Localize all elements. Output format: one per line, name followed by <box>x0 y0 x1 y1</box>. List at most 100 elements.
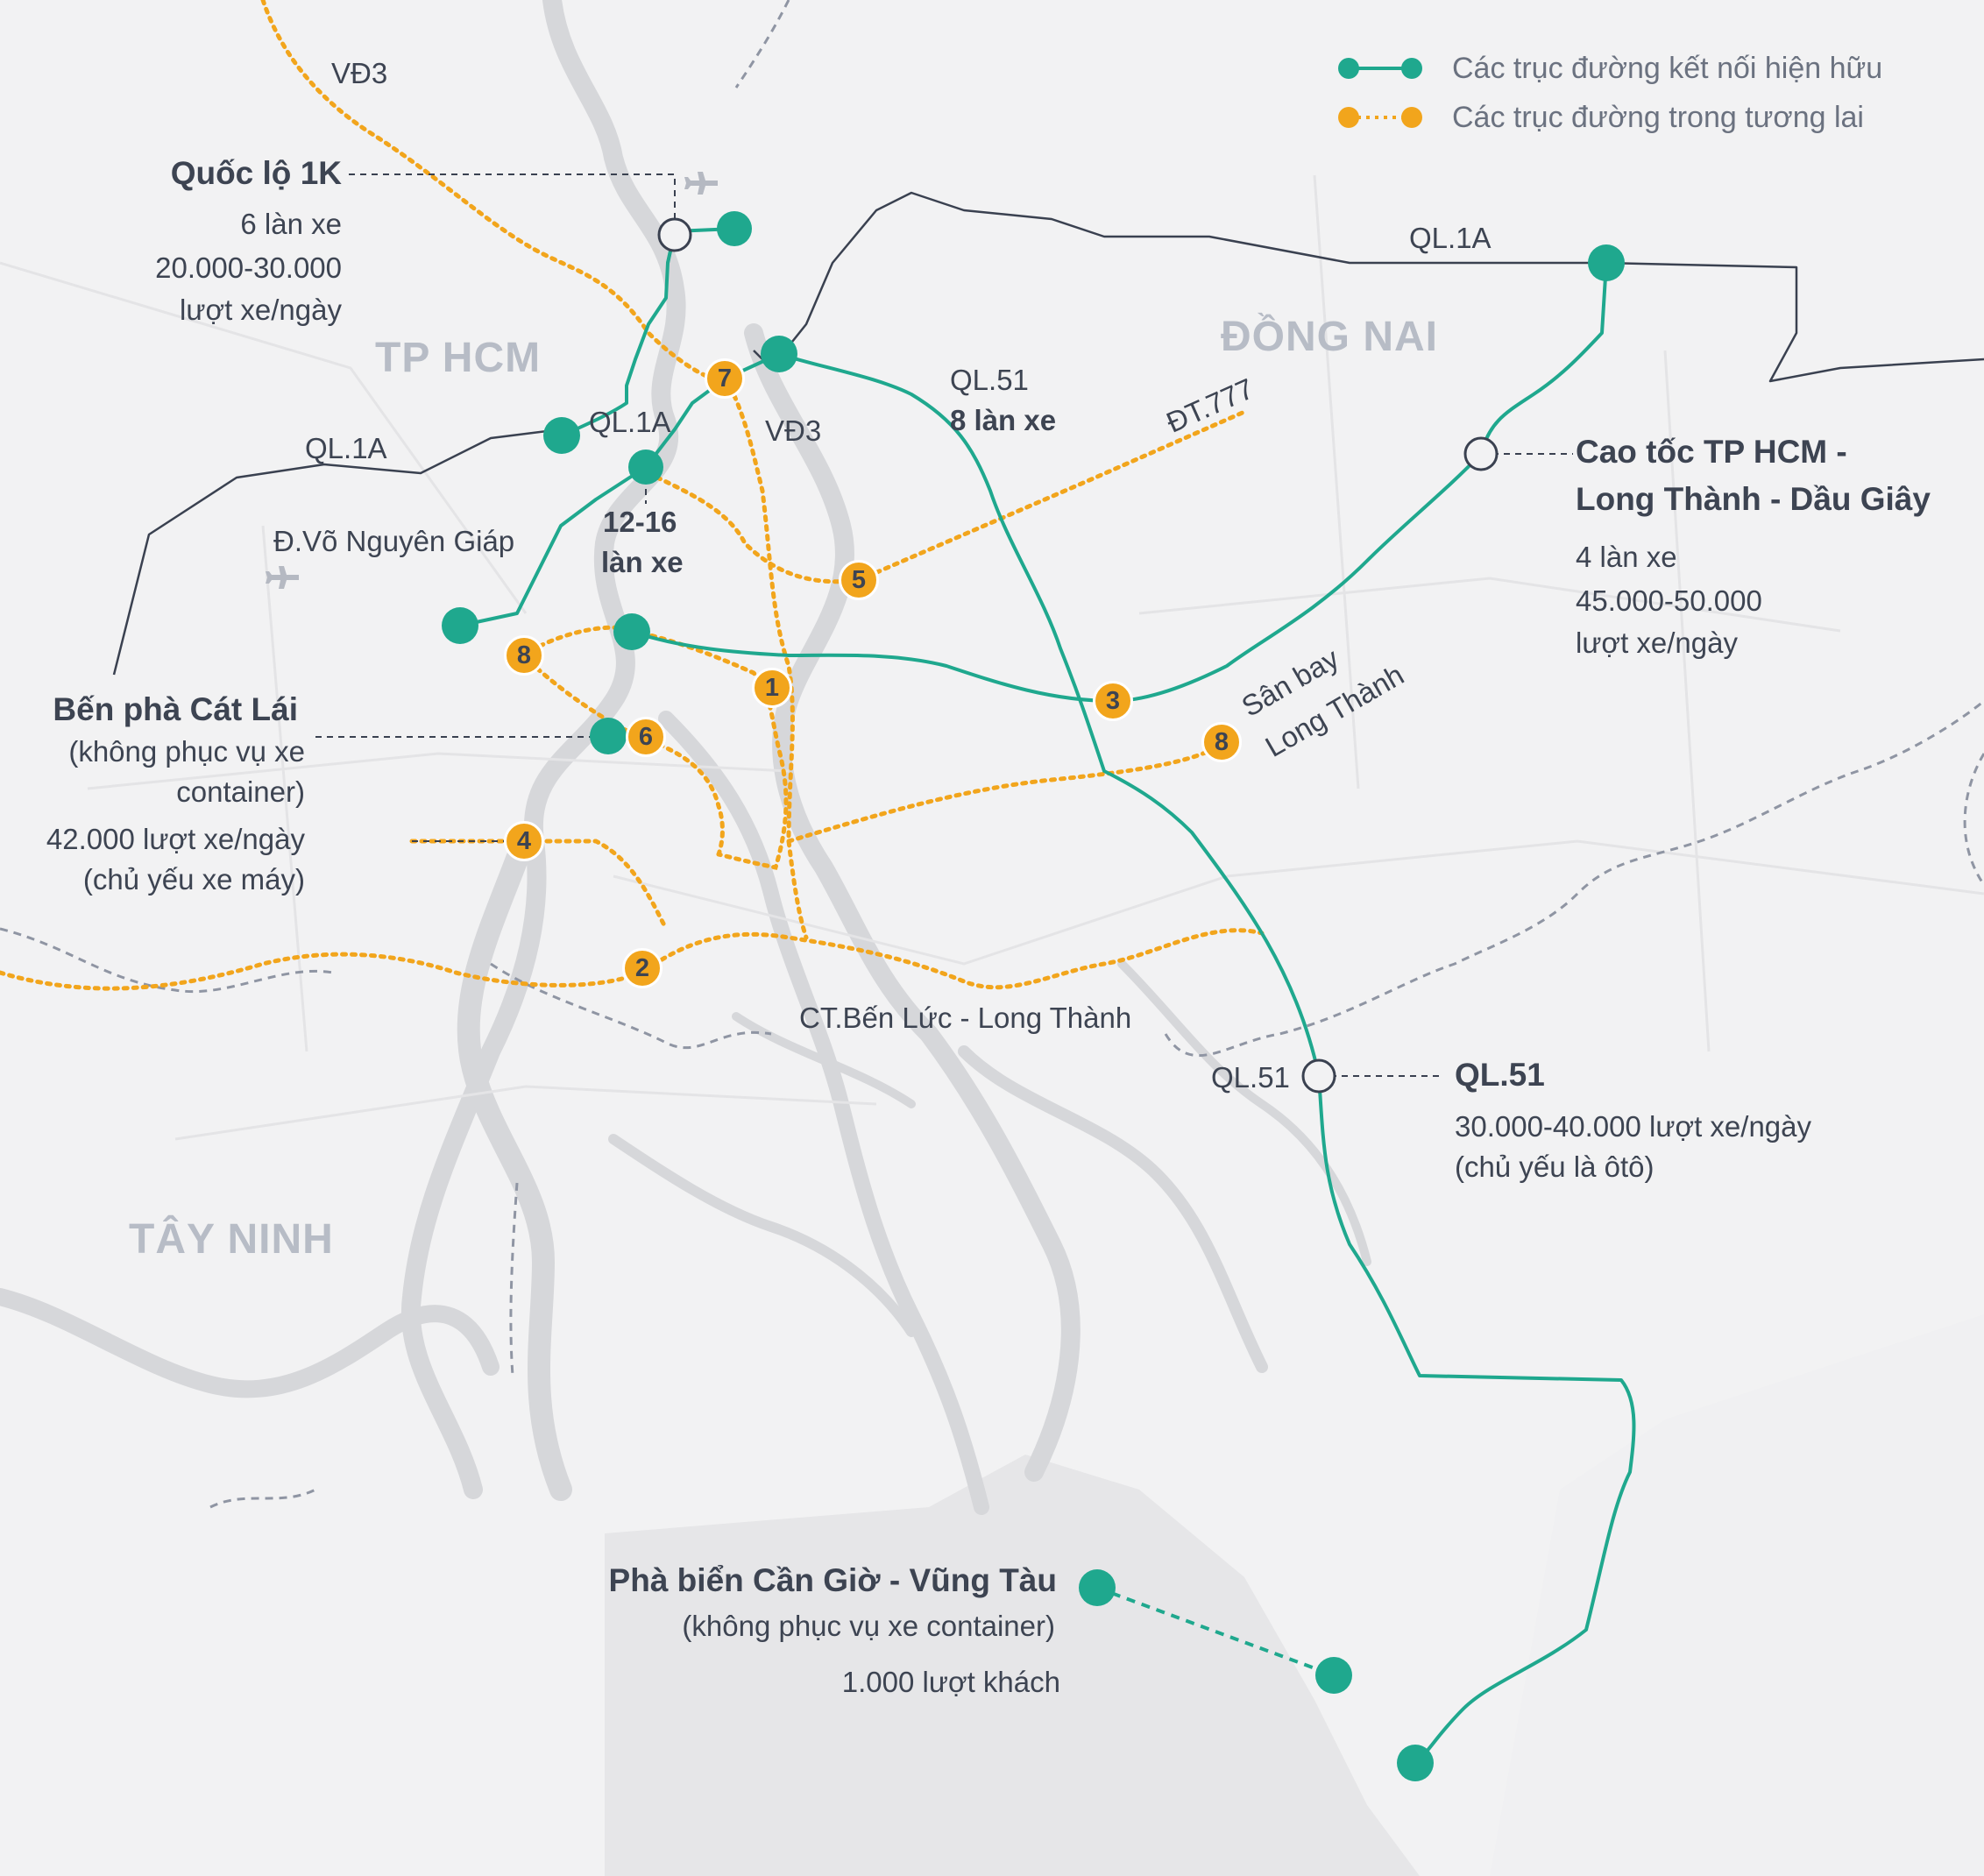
leader-ql1k <box>349 173 676 231</box>
river-branch-4 <box>1117 959 1371 1266</box>
legend: Các trục đường kết nối hiện hữu Các trục… <box>1336 44 1882 142</box>
legend-future-swatch <box>1338 107 1422 128</box>
hollow-nodes <box>657 217 1499 1094</box>
marker-2[interactable]: 2 <box>622 948 663 988</box>
sea-area-right <box>1490 1314 1984 1876</box>
callout-ql51-line2: (chủ yếu là ôtô) <box>1455 1150 1655 1183</box>
cao-toc <box>1111 261 1608 703</box>
callout-ql51-line1: 30.000-40.000 lượt xe/ngày <box>1455 1110 1812 1143</box>
green-nodes <box>442 211 1625 1781</box>
link-6-loop <box>521 653 725 857</box>
ql1k <box>560 227 736 437</box>
callout-cao-toc-title1: Cao tốc TP HCM - <box>1576 434 1847 470</box>
node-ql1k-hollow <box>657 217 692 252</box>
dt777 <box>856 409 1247 583</box>
soairap-river <box>457 847 572 1501</box>
callout-ql1k-line1: 6 làn xe <box>240 208 342 240</box>
node-vng-east <box>613 613 650 650</box>
airport-icon-north <box>684 172 718 195</box>
legend-existing: Các trục đường kết nối hiện hữu <box>1336 44 1882 93</box>
ql51-north <box>777 352 1321 1078</box>
saigon-river <box>400 0 686 1499</box>
longtau-river <box>658 711 989 1515</box>
marker-4[interactable]: 4 <box>504 821 544 861</box>
road-label-ben-luc: CT.Bến Lức - Long Thành <box>799 1002 1132 1034</box>
road-label-vd3-top: VĐ3 <box>331 57 388 89</box>
callout-can-gio-title: Phà biển Cần Giờ - Vũng Tàu <box>608 1562 1057 1598</box>
node-cao-toc-hollow <box>1463 436 1499 471</box>
callout-can-gio-line2: 1.000 lượt khách <box>841 1666 1060 1698</box>
marker-5[interactable]: 5 <box>839 560 879 600</box>
airport-icons <box>266 172 718 589</box>
legend-future: Các trục đường trong tương lai <box>1336 93 1882 142</box>
sea-area <box>605 1455 1420 1876</box>
callout-ql1k-line3: lượt xe/ngày <box>180 294 342 326</box>
link-8 <box>521 625 789 870</box>
callout-cat-lai-line3: 42.000 lượt xe/ngày <box>46 823 305 855</box>
callout-cao-toc-line2: 45.000-50.000 <box>1576 584 1762 617</box>
legend-future-label: Các trục đường trong tương lai <box>1452 100 1864 134</box>
dongnai-boundary <box>770 191 1984 383</box>
ferry-route <box>1096 1586 1335 1677</box>
callout-cao-toc-title2: Long Thành - Dầu Giây <box>1576 481 1931 517</box>
node-vng-west <box>442 607 478 644</box>
road-label-ql1a-center: QL.1A <box>589 406 671 438</box>
callout-cat-lai-line4: (chủ yếu xe máy) <box>82 863 305 896</box>
road-label-ql51-south: QL.51 <box>1211 1061 1290 1094</box>
river-branch-3 <box>732 1012 916 1108</box>
node-ql1k-east <box>717 211 752 246</box>
vamco-river <box>0 1288 500 1398</box>
road-label-12-16: 12-16 <box>603 506 677 538</box>
node-ql51-top <box>761 336 797 372</box>
node-ferry-vung-tau <box>1315 1657 1352 1694</box>
road-label-ql51-top: QL.51 <box>950 364 1029 396</box>
bl-lt <box>0 928 1265 991</box>
callout-cat-lai-title: Bến phà Cát Lái <box>53 691 298 727</box>
vd3-north <box>260 0 728 383</box>
link-5 <box>646 471 861 584</box>
road-label-ql1a-west: QL.1A <box>305 432 387 464</box>
marker-3[interactable]: 3 <box>1093 681 1133 721</box>
marker-8-west[interactable]: 8 <box>504 635 544 676</box>
callout-cat-lai-line1: (không phục vụ xe <box>68 735 305 768</box>
node-ql51-hollow <box>1301 1058 1336 1094</box>
dongnai-river <box>744 323 1081 1482</box>
marker-6[interactable]: 6 <box>626 717 666 757</box>
river-branch-1 <box>958 1045 1268 1373</box>
road-4 <box>409 839 669 931</box>
node-ql1a-east <box>1588 244 1625 281</box>
callout-can-gio-line1: (không phục vụ xe container) <box>682 1610 1055 1642</box>
road-label-12-16-lanes: làn xe <box>601 546 684 578</box>
minor-roads <box>0 174 1984 1141</box>
river-branch-2 <box>608 1134 917 1337</box>
node-ql1a <box>543 417 580 454</box>
marker-7[interactable]: 7 <box>705 358 745 399</box>
callout-cao-toc-line1: 4 làn xe <box>1576 541 1677 573</box>
callout-ql1k-title: Quốc lộ 1K <box>170 155 342 191</box>
node-12-16 <box>628 450 663 485</box>
callout-ql51-title: QL.51 <box>1455 1057 1545 1093</box>
ql51-south <box>1317 1074 1636 1765</box>
node-cat-lai <box>590 718 627 754</box>
road-label-vd3-mid: VĐ3 <box>765 414 822 447</box>
rivers <box>0 0 1371 1515</box>
road-label-ql1a-east: QL.1A <box>1409 222 1492 254</box>
airport-link <box>786 742 1224 844</box>
vd3-south <box>723 376 809 940</box>
node-vung-tau-end <box>1397 1745 1434 1781</box>
callout-cat-lai-line2: container) <box>176 775 305 808</box>
road-label-vo-nguyen-giap: Đ.Võ Nguyên Giáp <box>273 525 515 557</box>
region-tphcm: TP HCM <box>375 335 542 381</box>
legend-existing-label: Các trục đường kết nối hiện hữu <box>1452 51 1883 85</box>
region-tayninh: TÂY NINH <box>129 1216 334 1263</box>
legend-existing-swatch <box>1338 58 1422 79</box>
callout-ql1k-line2: 20.000-30.000 <box>155 251 342 284</box>
vo-nguyen-giap <box>630 630 1115 703</box>
marker-1[interactable]: 1 <box>752 668 792 708</box>
future-roads <box>0 0 1265 991</box>
province-boundaries <box>0 0 1984 1509</box>
marker-8-east[interactable]: 8 <box>1201 722 1242 762</box>
ql1a-line <box>112 428 562 676</box>
